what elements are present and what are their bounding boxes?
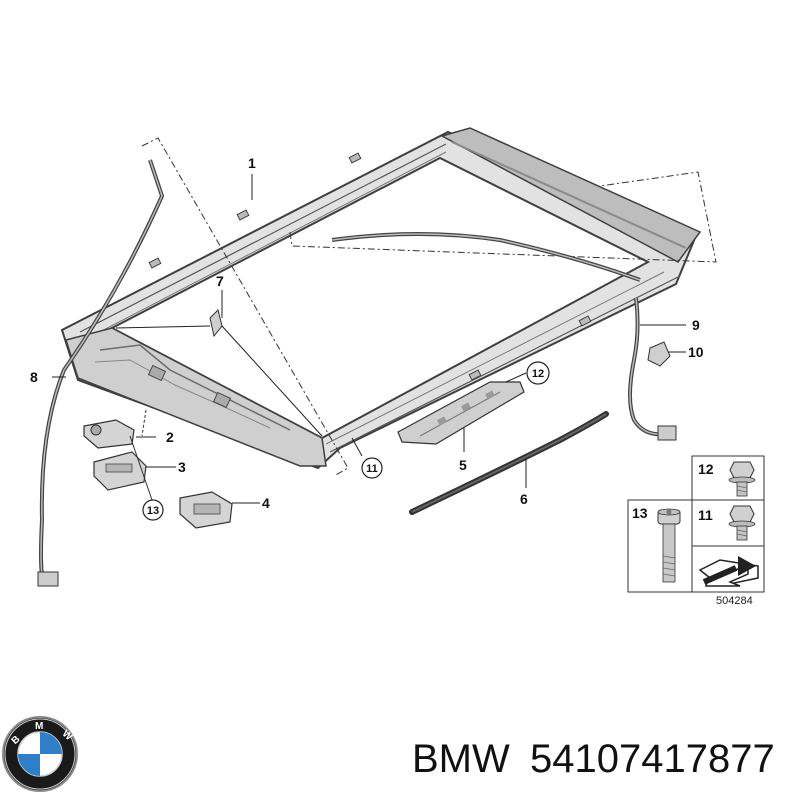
callout-3: 3 (178, 459, 186, 475)
leader-lines (52, 174, 686, 504)
callout-4: 4 (262, 495, 270, 511)
sunroof-frame (60, 127, 702, 470)
bmw-logo: B M W (2, 716, 78, 792)
screw-13-icon (657, 508, 681, 583)
bolt-12-icon (728, 461, 756, 497)
installation-arrow-icon (698, 556, 759, 587)
drain-hose-right (628, 297, 665, 437)
part-number: 54107417877 (530, 737, 775, 781)
svg-text:M: M (35, 721, 43, 732)
fastener-legend: 12 11 13 (627, 455, 765, 593)
holder-part-10 (647, 341, 671, 367)
callout-7: 7 (216, 273, 224, 289)
callout-13-circle (142, 499, 164, 521)
brand-name: BMW (412, 737, 510, 781)
callout-13: 13 (147, 505, 159, 517)
callout-12: 12 (532, 368, 544, 380)
callout-1: 1 (248, 155, 256, 171)
seal-part-6 (409, 411, 609, 515)
front-cross-member (65, 327, 327, 467)
callout-5: 5 (459, 457, 467, 473)
bolt-11-icon (728, 505, 756, 541)
bracket-part-5 (397, 381, 525, 445)
callout-8: 8 (30, 369, 38, 385)
callouts: 1 7 8 9 10 2 3 4 5 6 11 12 13 (30, 155, 704, 521)
callout-11: 11 (366, 463, 378, 475)
callout-10: 10 (688, 344, 704, 360)
callout-6: 6 (520, 491, 528, 507)
callout-9: 9 (692, 317, 700, 333)
legend-label-13: 13 (632, 505, 648, 521)
drive-parts (83, 409, 233, 529)
drain-tubes (37, 159, 677, 587)
callout-11-circle (361, 457, 383, 479)
reference-lines (141, 137, 717, 477)
legend-label-12: 12 (698, 461, 714, 477)
callout-2: 2 (166, 429, 174, 445)
legend-label-11: 11 (698, 507, 713, 523)
callout-12-circle (526, 361, 550, 385)
diagram-id: 504284 (716, 595, 753, 607)
part-2 (83, 419, 135, 449)
